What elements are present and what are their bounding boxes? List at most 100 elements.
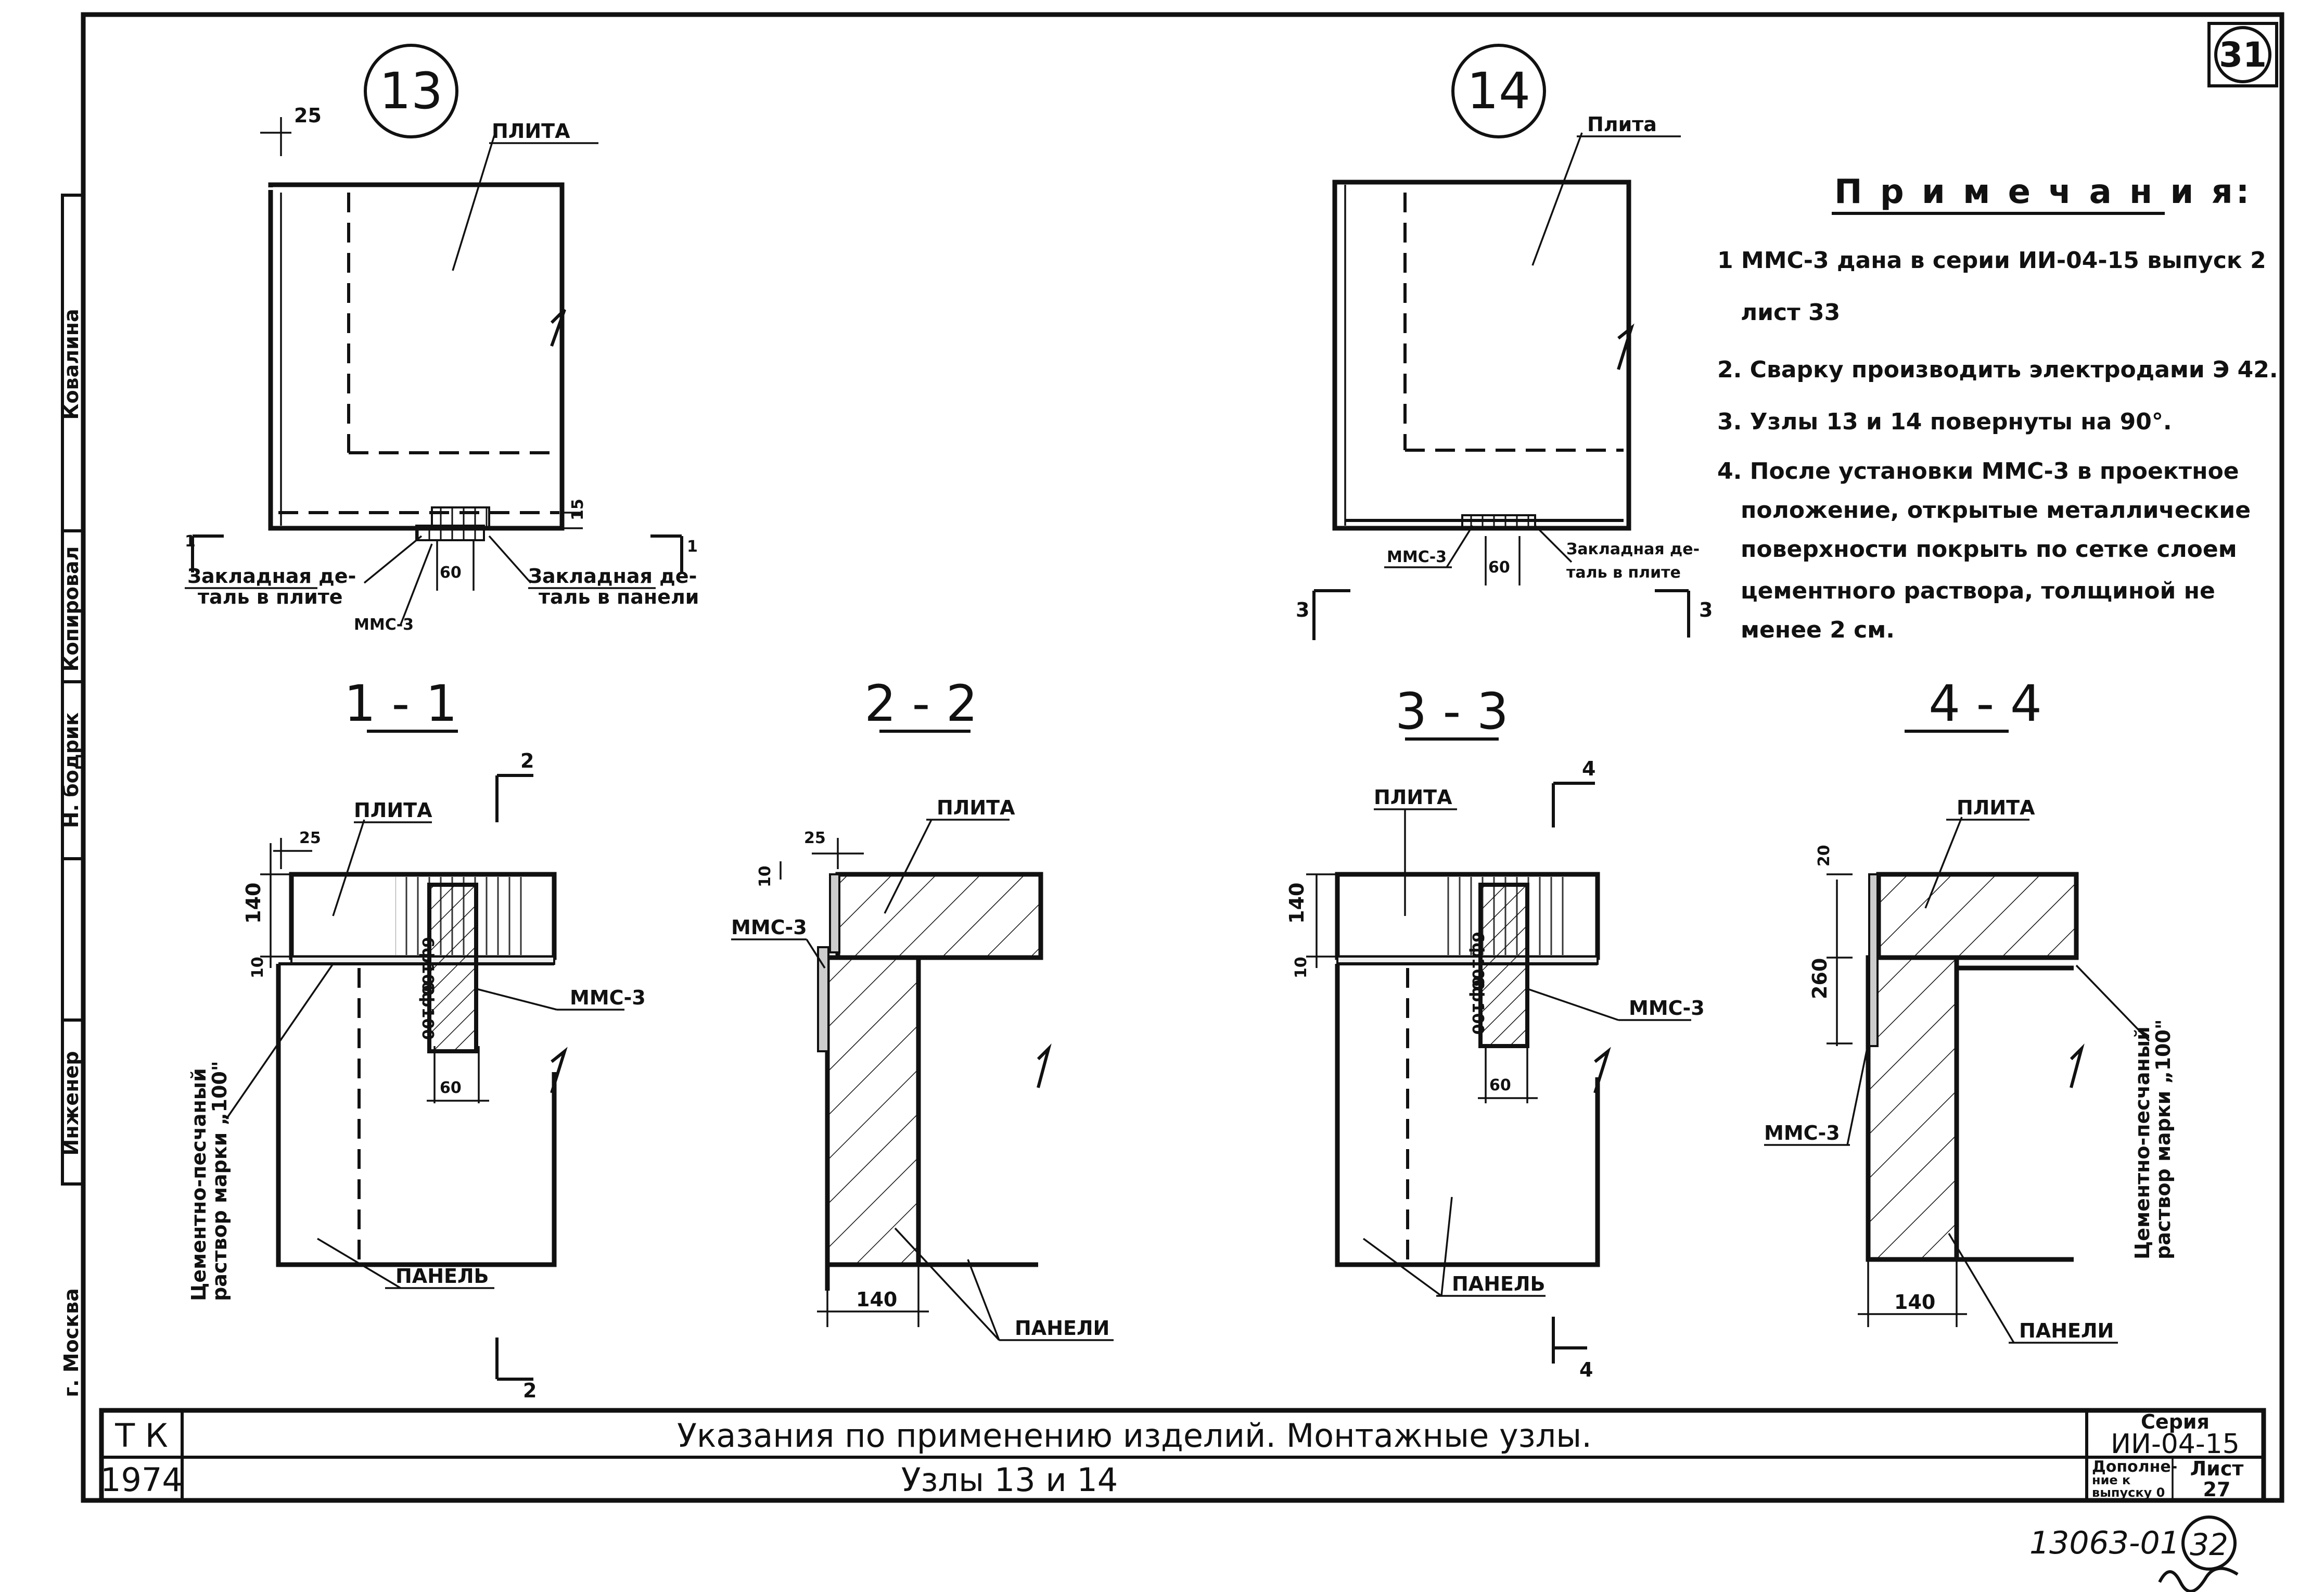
section-2-2-panel-label: ПАНЕЛИ <box>1015 1317 1109 1340</box>
section-1-1-cut-bottom: 2 <box>523 1379 537 1402</box>
page-number: 32 <box>2190 1527 2228 1562</box>
detail-13-mms-label: ММС-3 <box>354 616 414 634</box>
detail-13-dim-side: 15 <box>569 499 587 520</box>
title-year: 1974 <box>100 1461 183 1499</box>
section-3-3-cut-top: 4 <box>1582 757 1595 780</box>
notes-title: П р и м е ч а н и я: <box>1834 173 2252 211</box>
section-3-3-panel-label: ПАНЕЛЬ <box>1452 1272 1546 1295</box>
section-2-2: 2 - 2 ММС-3 ПЛИТА ПАНЕЛИ 140 25 10 <box>731 674 1114 1341</box>
side-label-4: Инженер <box>60 1051 83 1156</box>
detail-14: 14 Плита 60 ММС-3 Закладная де- таль в п… <box>1296 44 1713 640</box>
section-3-3-plate-label: ПЛИТА <box>1374 786 1452 809</box>
side-label-1: Ковалина <box>60 309 83 419</box>
section-1-1-title: 1 - 1 <box>344 674 457 733</box>
section-1-1-plate-label: ПЛИТА <box>354 799 432 822</box>
section-4-4-mortar-2: раствор марки „100" <box>2152 1019 2175 1259</box>
detail-14-cut-left: 3 <box>1296 598 1309 621</box>
section-3-3-mms-label: ММС-3 <box>1629 997 1705 1020</box>
signature-mark <box>2158 1566 2239 1592</box>
sheet-number-badge: 31 <box>2207 22 2278 87</box>
detail-14-number: 14 <box>1467 62 1530 120</box>
section-3-3-dim-60: 60 <box>1489 1076 1511 1094</box>
section-1-1-dim-10: 10 <box>249 957 267 978</box>
section-2-2-dim-25: 25 <box>804 829 826 847</box>
section-3-3-dim-140: 140 <box>1285 883 1308 924</box>
section-1-1: 1 - 1 60 6ф100 6ф100 ММС-3 ПЛИТА ПАНЕЛЬ … <box>187 674 646 1402</box>
section-1-1-mortar-1: Цементно-песчаный <box>187 1068 210 1301</box>
note-line-6: положение, открытые металлические <box>1741 497 2251 524</box>
detail-14-plate-label: Плита <box>1587 113 1657 136</box>
detail-13-cut-left: 1 <box>185 532 196 551</box>
svg-text:таль в плите: таль в плите <box>1566 564 1681 582</box>
section-3-3-title: 3 - 3 <box>1395 682 1509 741</box>
note-line-8: цементного раствора, толщиной не <box>1741 578 2215 604</box>
title-line-1: Указания по применению изделий. Монтажны… <box>677 1417 1592 1455</box>
svg-text:таль в плите: таль в плите <box>198 585 343 608</box>
detail-13-embed-panel: Закладная де- <box>528 565 697 588</box>
notes: П р и м е ч а н и я: 1 ММС-3 дана в сери… <box>1717 173 2278 643</box>
title-block: Т К 1974 Указания по применению изделий.… <box>99 1408 2266 1503</box>
archive-stamp: 13063-01 32 <box>2029 1515 2239 1592</box>
section-1-1-rebar-top: 6ф100 <box>418 937 437 996</box>
svg-text:таль в панели: таль в панели <box>539 585 699 608</box>
svg-text:ние к: ние к <box>2092 1473 2130 1487</box>
section-2-2-dim-10: 10 <box>756 865 774 887</box>
section-1-1-dim-140: 140 <box>242 883 265 924</box>
detail-13-number: 13 <box>379 62 443 120</box>
section-3-3: 3 - 3 60 6ф100 6ф100 ММС-3 ПЛИТА ПАНЕЛЬ … <box>1285 682 1705 1381</box>
svg-text:выпуску 0: выпуску 0 <box>2092 1485 2165 1500</box>
detail-14-embed: Закладная де- <box>1566 540 1700 558</box>
note-line-5: 4. После установки ММС-3 в проектное <box>1717 458 2239 485</box>
note-line-1: 1 ММС-3 дана в серии ИИ-04-15 выпуск 2 <box>1717 247 2266 274</box>
detail-13-cut-right: 1 <box>687 538 698 556</box>
section-4-4-panel-label: ПАНЕЛИ <box>2019 1319 2114 1342</box>
note-line-9: менее 2 см. <box>1741 617 1895 643</box>
sheet-value: 27 <box>2203 1478 2231 1501</box>
note-line-4: 3. Узлы 13 и 14 повернуты на 90°. <box>1717 409 2172 435</box>
section-2-2-mms-label: ММС-3 <box>731 916 807 939</box>
section-2-2-plate-label: ПЛИТА <box>937 796 1015 819</box>
section-3-3-dim-10: 10 <box>1292 957 1310 978</box>
section-3-3-cut-bottom: 4 <box>1579 1358 1593 1381</box>
section-1-1-panel-label: ПАНЕЛЬ <box>395 1265 489 1288</box>
archive-code: 13063-01 <box>2029 1525 2180 1561</box>
series-label: Серия <box>2141 1410 2210 1433</box>
side-label-5: г. Москва <box>60 1288 83 1397</box>
sheet-number: 31 <box>2219 35 2267 75</box>
section-4-4-plate-label: ПЛИТА <box>1957 796 2035 819</box>
note-line-2: лист 33 <box>1741 299 1840 326</box>
title-org: Т К <box>114 1417 168 1455</box>
section-1-1-cut-top: 2 <box>520 749 534 772</box>
side-label-2: Копировал <box>60 546 83 672</box>
note-line-3: 2. Сварку производить электродами Э 42. <box>1717 356 2278 383</box>
section-1-1-dim-25: 25 <box>299 829 321 847</box>
section-4-4-dim-260: 260 <box>1808 958 1831 999</box>
detail-13-embed-plate: Закладная де- <box>187 565 356 588</box>
section-3-3-rebar-top: 6ф100 <box>1469 932 1487 990</box>
sheet-label: Лист <box>2190 1457 2244 1480</box>
section-1-1-mortar-2: раствор марки „100" <box>208 1061 231 1301</box>
section-1-1-rebar-bot: 6ф100 <box>418 981 437 1040</box>
detail-13-dim-bottom: 60 <box>440 564 462 582</box>
section-3-3-rebar-bot: 6ф100 <box>1469 976 1487 1035</box>
series-value: ИИ-04-15 <box>2111 1429 2240 1460</box>
detail-13: 13 ПЛИТА 25 15 60 Закладная де- таль в п… <box>185 44 699 634</box>
section-4-4-dim-20: 20 <box>1815 845 1833 867</box>
detail-13-plate-label: ПЛИТА <box>492 120 570 143</box>
detail-14-dim-bottom: 60 <box>1488 558 1510 577</box>
detail-13-dim-top: 25 <box>294 104 322 127</box>
side-label-3: Н. бодрик <box>60 712 83 829</box>
note-line-7: поверхности покрыть по сетке слоем <box>1741 536 2237 563</box>
section-1-1-dim-60: 60 <box>440 1079 462 1097</box>
title-line-2: Узлы 13 и 14 <box>901 1461 1118 1499</box>
detail-14-mms-label: ММС-3 <box>1387 548 1447 566</box>
section-1-1-mms-label: ММС-3 <box>570 986 646 1009</box>
section-4-4-mortar-1: Цементно-песчаный <box>2131 1026 2154 1259</box>
side-labels: Ковалина Копировал Н. бодрик Инженер г. … <box>60 309 83 1397</box>
section-2-2-title: 2 - 2 <box>864 674 978 733</box>
addendum-label-1: Дополне- <box>2092 1458 2177 1476</box>
section-4-4-dim-140: 140 <box>1894 1291 1935 1314</box>
section-4-4-mms-label: ММС-3 <box>1764 1122 1840 1144</box>
section-4-4: 4 - 4 20 260 ПЛИТА ММС-3 Цементно-песчан… <box>1764 674 2175 1344</box>
